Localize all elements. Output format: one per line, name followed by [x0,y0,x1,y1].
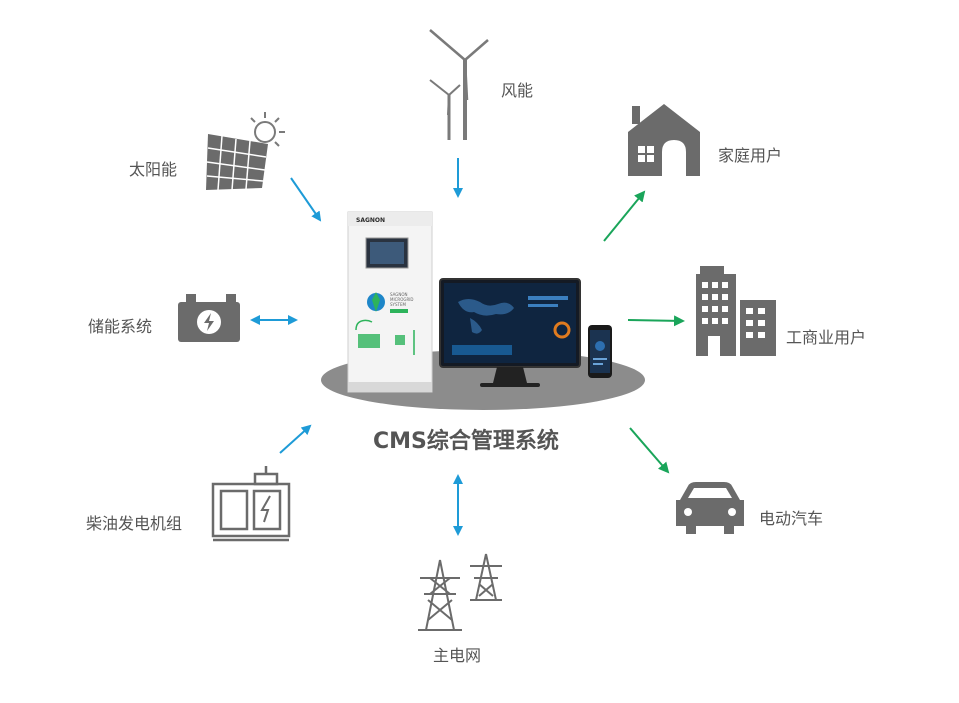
smartphone [588,325,612,378]
svg-text:SYSTEM: SYSTEM [390,302,406,307]
arrow-solar [290,177,322,222]
label-wind: 风能 [501,81,534,100]
svg-text:MICROGRID: MICROGRID [390,297,414,302]
car-icon [676,482,744,534]
building-icon [696,266,776,356]
power-tower-icon [418,553,502,631]
arrow-ev [629,427,670,474]
label-storage: 储能系统 [88,317,153,336]
arrow-commercial [627,315,685,327]
svg-text:SAGNON: SAGNON [356,217,385,224]
house-icon [628,104,700,176]
label-solar: 太阳能 [129,160,178,179]
svg-text:SAGNON: SAGNON [390,292,408,297]
label-grid: 主电网 [433,646,482,665]
center-title: CMS综合管理系统 [373,429,559,454]
solar-panel-icon [206,112,285,191]
label-home: 家庭用户 [718,146,783,165]
monitor-dashboard [439,278,581,387]
diesel-generator-icon [211,466,291,542]
arrow-home [603,190,646,242]
label-commercial: 工商业用户 [786,328,867,347]
label-ev: 电动汽车 [759,509,824,528]
arrow-diesel [279,424,312,454]
wind-turbine-icon [429,29,489,140]
microgrid-cabinet: SAGNON SAGNON MICROGRID SYSTEM [347,211,433,393]
label-diesel: 柴油发电机组 [86,514,183,533]
battery-icon [178,294,240,342]
